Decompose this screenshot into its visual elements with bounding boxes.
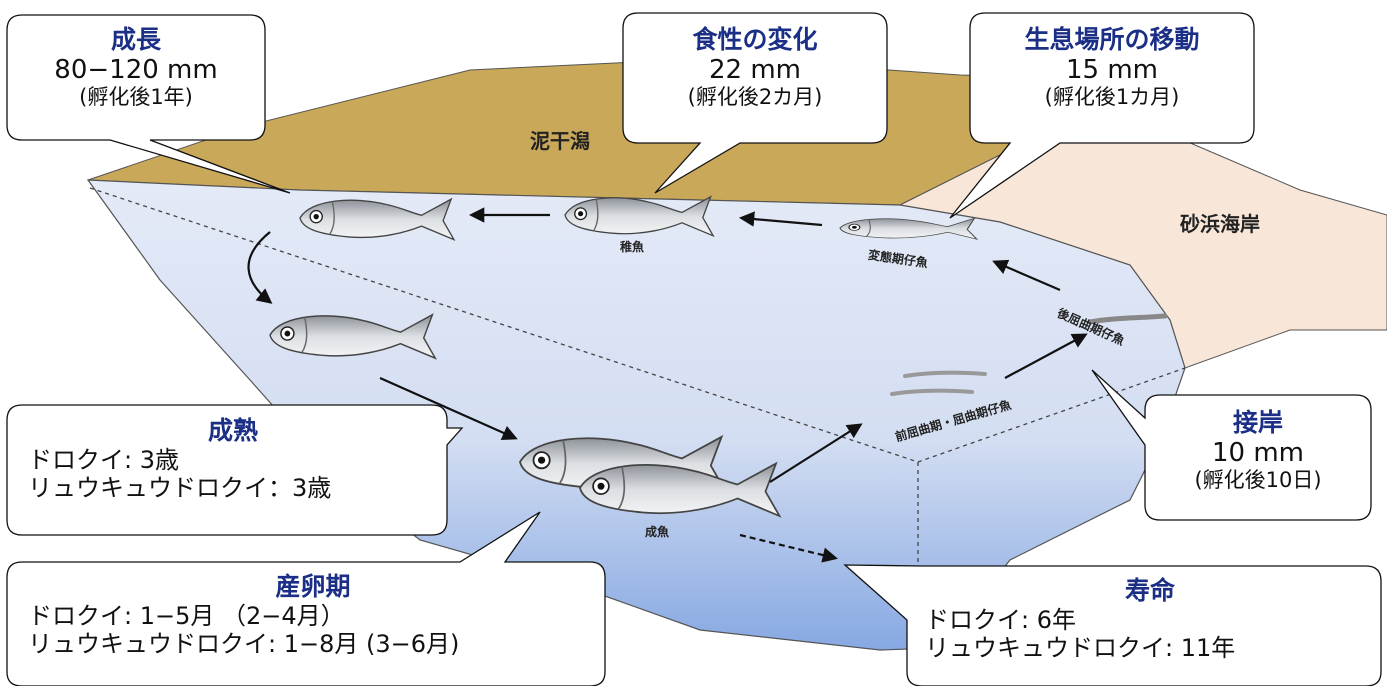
callout-diet-change: 食性の変化 22 mm (孵化後2カ月) xyxy=(625,25,885,110)
callout-maturity-line1: ドロクイ: 3歳 xyxy=(28,445,179,474)
arrow-to-adult xyxy=(379,376,518,441)
arrow-shore-to-metamorphic xyxy=(992,259,1061,292)
callout-shore-size: 10 mm xyxy=(1211,437,1304,468)
callout-maturity-bubble xyxy=(6,404,464,536)
callout-diet-age: (孵化後2カ月) xyxy=(687,85,823,110)
callout-spawning-title: 産卵期 xyxy=(275,572,351,601)
callout-spawning-line2: リュウキュウドロクイ: 1−8月 (3−6月) xyxy=(28,629,460,658)
sandy-beach-label: 砂浜海岸 xyxy=(1180,212,1260,236)
callout-lifespan-line2: リュウキュウドロクイ: 11年 xyxy=(925,633,1236,662)
callout-shore-age: (孵化後10日) xyxy=(1194,468,1322,493)
callout-shore-title: 接岸 xyxy=(1232,408,1283,437)
callout-maturity: 成熟 ドロクイ: 3歳 リュウキュウドロクイ：3歳 xyxy=(28,416,438,502)
callout-habitat-age: (孵化後1カ月) xyxy=(1044,85,1180,110)
callout-lifespan-line1: ドロクイ: 6年 xyxy=(925,605,1076,634)
callout-growth: 成長 80−120 mm (孵化後1年) xyxy=(10,25,262,110)
callout-habitat-bubble xyxy=(949,12,1255,219)
callout-growth-title: 成長 xyxy=(110,25,161,54)
larva xyxy=(903,370,987,378)
callout-diet-title: 食性の変化 xyxy=(692,25,818,54)
callout-diet-size: 22 mm xyxy=(708,54,801,85)
callout-spawning: 産卵期 ドロクイ: 1−5月 （2−4月） リュウキュウドロクイ: 1−8月 (… xyxy=(28,572,598,658)
callout-lifespan-title: 寿命 xyxy=(1124,576,1175,605)
callout-growth-age: (孵化後1年) xyxy=(79,85,193,110)
larva xyxy=(1087,313,1168,325)
callout-spawning-line1: ドロクイ: 1−5月 （2−4月） xyxy=(28,601,345,630)
callout-habitat-title: 生息場所の移動 xyxy=(1024,25,1200,54)
callout-growth-size: 80−120 mm xyxy=(54,54,218,85)
stage-juvenile-label: 稚魚 xyxy=(620,240,645,254)
callout-lifespan-bubble xyxy=(843,564,1382,686)
arrow-larva-to-shore xyxy=(1004,333,1088,379)
callout-habitat-shift: 生息場所の移動 15 mm (孵化後1カ月) xyxy=(972,25,1252,110)
callout-maturity-line2: リュウキュウドロクイ：3歳 xyxy=(28,473,332,502)
callout-lifespan: 寿命 ドロクイ: 6年 リュウキュウドロクイ: 11年 xyxy=(925,576,1375,662)
callout-diet-bubble xyxy=(622,12,888,194)
callout-habitat-size: 15 mm xyxy=(1065,54,1158,85)
arrow-metamorphic-to-juvenile xyxy=(738,211,823,227)
arrow-adult-to-larva xyxy=(769,423,863,483)
arrow-lifespan-dashed xyxy=(739,533,838,563)
callout-shore-bubble xyxy=(1091,369,1372,521)
arrow-growth-curve xyxy=(247,231,273,304)
larva xyxy=(890,388,974,396)
callout-approach-shore: 接岸 10 mm (孵化後10日) xyxy=(1147,408,1369,493)
callout-maturity-title: 成熟 xyxy=(207,416,258,445)
stage-adult-label: 成魚 xyxy=(645,525,670,539)
callout-growth-bubble xyxy=(6,14,291,194)
mudflat-label: 泥干潟 xyxy=(530,129,590,153)
